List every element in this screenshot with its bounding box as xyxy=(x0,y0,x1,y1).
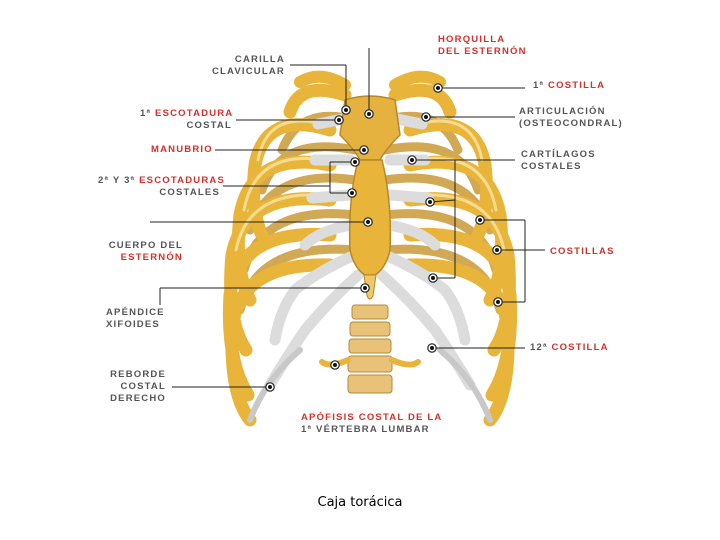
label-primera-escotadura: 1ª ESCOTADURA COSTAL xyxy=(140,108,232,132)
label-cartilagos-line1: CARTÍLAGOS xyxy=(521,149,596,160)
label-apendice-xifoides: APÉNDICE XIFOIDES xyxy=(106,307,165,331)
clavicle-right xyxy=(389,70,446,91)
label-escotaduras23-line2: COSTALES xyxy=(159,187,220,198)
label-carilla-line1: CARILLA xyxy=(234,54,285,65)
label-articulacion-line1: ARTICULACIÓN xyxy=(519,106,606,117)
label-cartilagos-costales: CARTÍLAGOS COSTALES xyxy=(521,149,596,173)
label-carilla-clavicular: CARILLA CLAVICULAR xyxy=(205,54,285,78)
label-horquilla-esternon: HORQUILLA DEL ESTERNÓN xyxy=(438,34,527,58)
xiphoid-process xyxy=(363,274,377,300)
leader-lines xyxy=(150,48,545,388)
label-cuerpo-line1: CUERPO DEL xyxy=(108,240,183,251)
label-costilla12-prefix: 12ª xyxy=(530,342,548,353)
label-reborde-line3: DERECHO xyxy=(110,393,166,404)
label-carilla-line2: CLAVICULAR xyxy=(211,66,285,77)
label-primera-costilla: 1ª COSTILLA xyxy=(533,80,605,92)
label-cuerpo-esternon: CUERPO DEL ESTERNÓN xyxy=(100,240,183,264)
anterior-ribs xyxy=(222,83,518,427)
label-manubrio-text: MANUBRIO xyxy=(151,144,213,155)
label-escotadura1-prefix: 1ª xyxy=(140,108,152,119)
label-horquilla-line2: DEL ESTERNÓN xyxy=(438,46,527,57)
label-apofisis-line1: APÓFISIS COSTAL DE LA xyxy=(301,412,443,423)
label-apofisis-costal: APÓFISIS COSTAL DE LA 1ª VÉRTEBRA LUMBAR xyxy=(301,412,443,436)
label-apendice-line2: XIFOIDES xyxy=(106,319,160,330)
label-escotadura1-line2: COSTAL xyxy=(186,120,232,131)
label-escotaduras23-prefix: 2ª Y 3ª xyxy=(98,175,136,186)
label-horquilla-line1: HORQUILLA xyxy=(438,34,506,45)
label-apofisis-line2: 1ª VÉRTEBRA LUMBAR xyxy=(301,424,430,435)
label-costillas-text: COSTILLAS xyxy=(550,246,615,257)
label-primera-costilla-text: COSTILLA xyxy=(548,80,606,91)
clavicle-left xyxy=(294,70,351,91)
label-escotaduras23-text: ESCOTADURAS xyxy=(139,175,225,186)
label-costillas: COSTILLAS xyxy=(550,246,615,258)
sternum-body xyxy=(348,159,392,276)
label-reborde-line1: REBORDE xyxy=(110,369,166,380)
label-articulacion-line2: (OSTEOCONDRAL) xyxy=(519,118,623,129)
label-reborde-line2: COSTAL xyxy=(120,381,166,392)
label-escotadura1-text: ESCOTADURA xyxy=(155,108,234,119)
manubrium xyxy=(339,95,401,161)
label-primera-costilla-prefix: 1ª xyxy=(533,80,545,91)
label-costilla-12: 12ª COSTILLA xyxy=(530,342,609,354)
label-apendice-line1: APÉNDICE xyxy=(106,307,165,318)
label-articulacion: ARTICULACIÓN (OSTEOCONDRAL) xyxy=(519,106,623,130)
label-escotaduras-2-3: 2ª Y 3ª ESCOTADURAS COSTALES xyxy=(98,175,224,199)
label-reborde-costal: REBORDE COSTAL DERECHO xyxy=(100,369,166,405)
figure-caption: Caja torácica xyxy=(317,495,403,510)
label-manubrio: MANUBRIO xyxy=(151,144,213,156)
label-cuerpo-line2: ESTERNÓN xyxy=(120,252,183,263)
vertebral-column xyxy=(319,304,421,394)
label-costilla12-text: COSTILLA xyxy=(551,342,609,353)
label-marker-dots xyxy=(268,86,500,389)
label-cartilagos-line2: COSTALES xyxy=(521,161,582,172)
